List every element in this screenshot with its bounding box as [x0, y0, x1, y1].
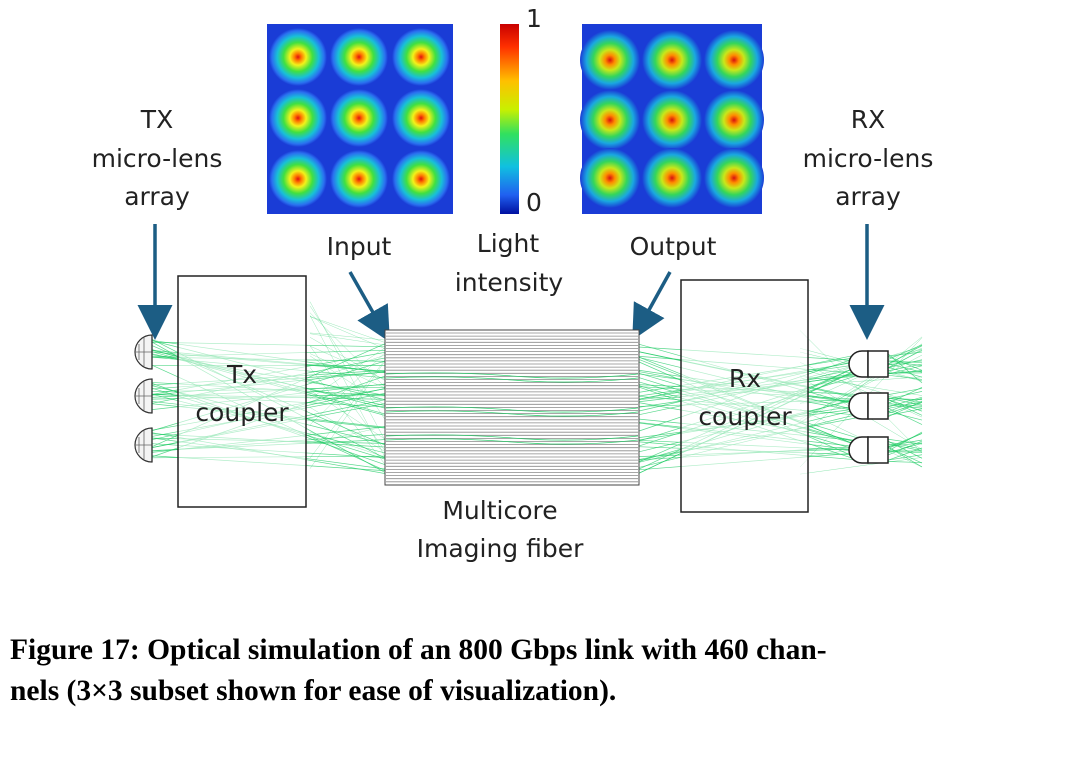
light-intensity-label-line2: intensity: [455, 268, 564, 297]
input-spot: [330, 28, 388, 86]
multicore-imaging-fiber: [384, 329, 640, 486]
output-arrow: [632, 271, 672, 341]
rx-array-label: RX micro-lens array: [803, 105, 934, 211]
rx-lens: [848, 436, 889, 464]
input-intensity-map: [267, 24, 453, 214]
output-spot: [642, 148, 702, 208]
output-spot: [704, 148, 764, 208]
tx-coupler-line2: coupler: [195, 398, 289, 427]
tx-lens: [134, 378, 153, 414]
input-spot: [392, 28, 450, 86]
input-arrow: [348, 271, 390, 343]
rx-label-line1: RX: [851, 105, 886, 134]
input-spot: [330, 150, 388, 208]
figure-caption: Figure 17: Optical simulation of an 800 …: [10, 630, 1060, 712]
output-spot: [580, 30, 640, 90]
tx-coupler-line1: Tx: [226, 360, 257, 389]
figure-diagram: 1 0 TX micro-lens array RX micro-lens ar…: [92, 4, 934, 563]
tx-micro-lenses: [134, 334, 153, 463]
input-spot: [269, 150, 327, 208]
output-intensity-map: [580, 24, 764, 214]
input-spot: [392, 89, 450, 147]
input-spot: [330, 89, 388, 147]
output-spot: [580, 90, 640, 150]
output-spot: [704, 90, 764, 150]
output-spot: [642, 30, 702, 90]
rx-label-line3: array: [835, 182, 901, 211]
input-spot: [269, 89, 327, 147]
rx-lens: [848, 350, 889, 378]
rx-coupler: Rx coupler: [680, 279, 809, 513]
tx-lens: [134, 334, 153, 370]
rx-label-line2: micro-lens: [803, 144, 934, 173]
tx-coupler: Tx coupler: [177, 275, 307, 508]
rx-coupler-line1: Rx: [729, 364, 761, 393]
output-spot: [580, 148, 640, 208]
rx-micro-lenses: [848, 350, 889, 464]
caption-line2: nels (3×3 subset shown for ease of visua…: [10, 675, 617, 707]
colorbar-min-label: 0: [526, 188, 542, 217]
input-label: Input: [327, 232, 392, 261]
fiber-label-line1: Multicore: [442, 496, 557, 525]
intensity-colorbar: 1 0: [500, 4, 542, 217]
rx-coupler-line2: coupler: [698, 402, 792, 431]
input-spot: [269, 28, 327, 86]
tx-label-line1: TX: [140, 105, 173, 134]
output-spot: [704, 30, 764, 90]
input-spot: [392, 150, 450, 208]
colorbar-max-label: 1: [526, 4, 542, 33]
fiber-label-line2: Imaging fiber: [417, 534, 585, 563]
output-label: Output: [630, 232, 717, 261]
caption-line1: Figure 17: Optical simulation of an 800 …: [10, 634, 827, 666]
output-spot: [642, 90, 702, 150]
tx-label-line3: array: [124, 182, 190, 211]
rx-lens: [848, 392, 889, 420]
light-intensity-label-line1: Light: [477, 229, 540, 258]
tx-array-label: TX micro-lens array: [92, 105, 223, 211]
tx-lens: [134, 427, 153, 463]
tx-label-line2: micro-lens: [92, 144, 223, 173]
